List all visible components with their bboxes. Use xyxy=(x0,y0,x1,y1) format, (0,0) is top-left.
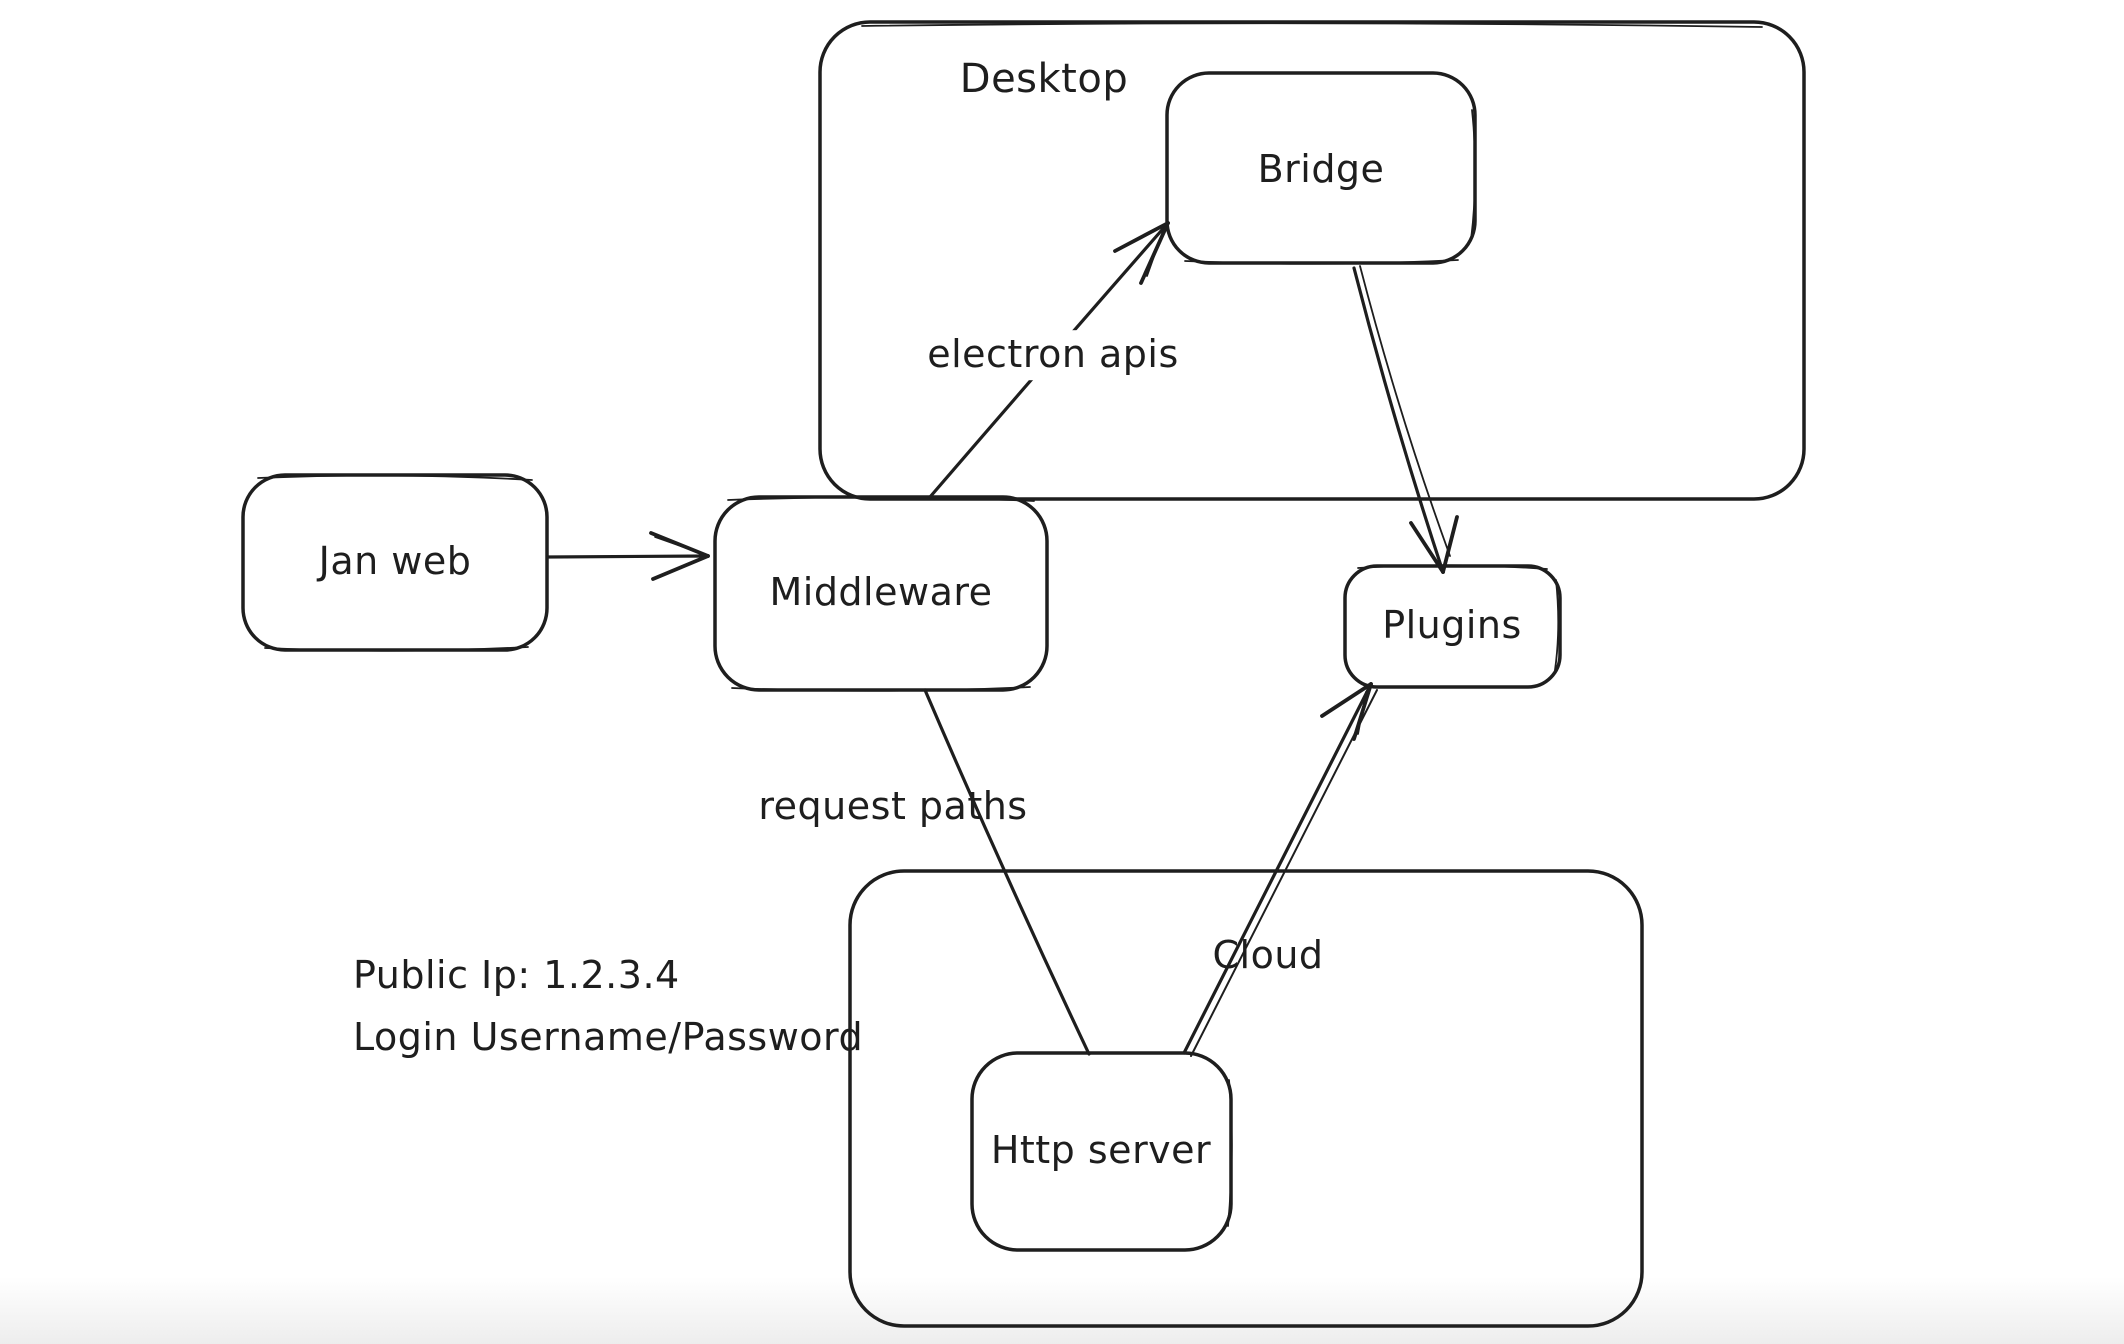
cloud-container-box[interactable] xyxy=(848,869,1644,1328)
cloud-container-label[interactable]: Cloud xyxy=(1212,933,1324,978)
edge-bridge-plugins[interactable] xyxy=(1352,265,1459,574)
server-info-annotation[interactable]: Public Ip: 1.2.3.4 Login Username/Passwo… xyxy=(353,944,863,1068)
plugins-label[interactable]: Plugins xyxy=(1382,603,1522,648)
jan-web-label[interactable]: Jan web xyxy=(318,539,472,584)
middleware-label[interactable]: Middleware xyxy=(769,570,993,615)
desktop-container-label[interactable]: Desktop xyxy=(959,56,1129,102)
edge-middleware-httpserver[interactable] xyxy=(923,688,1091,1056)
http-server-label[interactable]: Http server xyxy=(990,1128,1212,1173)
login-text: Login Username/Password xyxy=(353,1015,864,1059)
bridge-label[interactable]: Bridge xyxy=(1257,147,1385,192)
desktop-container-box[interactable] xyxy=(818,20,1806,501)
edge-label-request-paths[interactable]: request paths xyxy=(758,784,1028,829)
sketch-overstrokes xyxy=(257,22,1763,1227)
edge-janweb-middleware[interactable] xyxy=(546,531,710,581)
public-ip-text: Public Ip: 1.2.3.4 xyxy=(353,953,680,997)
edge-httpserver-plugins[interactable] xyxy=(1182,682,1378,1057)
edge-label-electron-apis[interactable]: electron apis xyxy=(917,330,1189,380)
